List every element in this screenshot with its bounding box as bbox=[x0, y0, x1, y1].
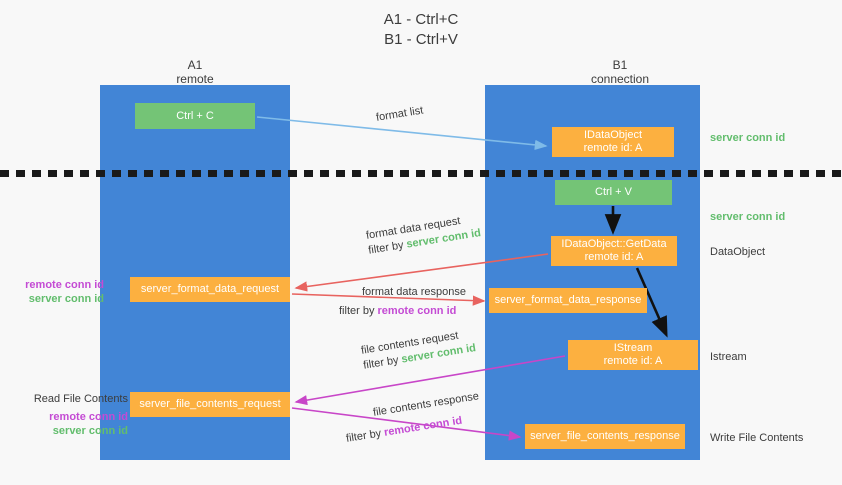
node-istream-label: IStream bbox=[613, 342, 653, 354]
node-server-format-data-request-label: server_format_data_request bbox=[140, 283, 280, 295]
edge-label-format-data-response-text: format data response bbox=[362, 286, 466, 298]
node-get-data[interactable]: IDataObject::GetData remote id: A bbox=[551, 236, 677, 266]
annotation-read-file-contents-group: Read File Contents remote conn id server… bbox=[8, 392, 128, 438]
filter-value-remote-conn-id: remote conn id bbox=[377, 305, 457, 317]
edge-label-format-data-response: format data response bbox=[362, 285, 466, 300]
edge-label-format-data-request: format data request filter by server con… bbox=[365, 211, 482, 258]
filter-prefix: filter by bbox=[339, 305, 378, 317]
annotation-remote-conn-id: remote conn id bbox=[25, 279, 104, 291]
annotation-server-conn-id: server conn id bbox=[52, 425, 128, 437]
column-a1-name: A1 bbox=[187, 58, 203, 72]
title-line-1: A1 - Ctrl+C bbox=[383, 11, 459, 28]
annotation-remote-conn-id: remote conn id bbox=[49, 411, 128, 423]
filter-prefix: filter by bbox=[345, 426, 386, 445]
edge-label-file-contents-response-filter: filter by remote conn id bbox=[345, 414, 463, 447]
node-server-file-contents-request-label: server_file_contents_request bbox=[139, 398, 281, 410]
edge-label-file-contents-response: file contents response bbox=[372, 389, 480, 421]
edge-label-format-list-text: format list bbox=[375, 104, 425, 124]
column-header-a1: A1 remote bbox=[124, 58, 266, 86]
node-get-data-sublabel: remote id: A bbox=[584, 251, 644, 263]
title-line-2: B1 - Ctrl+V bbox=[384, 31, 458, 48]
node-server-format-data-response[interactable]: server_format_data_response bbox=[489, 288, 647, 313]
edge-label-format-list: format list bbox=[375, 105, 424, 126]
node-ctrl-c[interactable]: Ctrl + C bbox=[135, 103, 255, 129]
annotation-write-file-contents: Write File Contents bbox=[710, 432, 804, 444]
node-server-format-data-response-label: server_format_data_response bbox=[494, 294, 642, 306]
node-ctrl-c-label: Ctrl + C bbox=[176, 109, 214, 122]
node-data-object-sublabel: remote id: A bbox=[583, 142, 643, 154]
column-a1-role: remote bbox=[176, 72, 214, 86]
edge-label-file-contents-request: file contents request filter by server c… bbox=[360, 326, 477, 373]
node-server-format-data-request[interactable]: server_format_data_request bbox=[130, 277, 290, 302]
annotation-server-conn-id-top: server conn id bbox=[710, 132, 786, 144]
page-title: A1 - Ctrl+C B1 - Ctrl+V bbox=[0, 10, 842, 50]
node-server-file-contents-response[interactable]: server_file_contents_response bbox=[525, 424, 685, 449]
column-b1-role: connection bbox=[590, 72, 650, 86]
edge-label-file-contents-response-text: file contents response bbox=[372, 390, 480, 419]
annotation-server-conn-id: server conn id bbox=[28, 293, 104, 305]
edge-label-format-data-response-filter: filter by remote conn id bbox=[339, 304, 456, 319]
filter-value-remote-conn-id: remote conn id bbox=[383, 414, 463, 439]
node-istream[interactable]: IStream remote id: A bbox=[568, 340, 698, 370]
node-server-file-contents-response-label: server_file_contents_response bbox=[530, 430, 680, 442]
node-server-file-contents-request[interactable]: server_file_contents_request bbox=[130, 392, 290, 417]
annotation-server-conn-id-mid: server conn id bbox=[710, 211, 786, 223]
annotation-read-file-contents: Read File Contents bbox=[33, 393, 128, 405]
annotation-conn-ids-upper: remote conn id server conn id bbox=[8, 278, 104, 306]
node-ctrl-v[interactable]: Ctrl + V bbox=[555, 180, 672, 205]
column-header-b1: B1 connection bbox=[530, 58, 710, 86]
node-data-object[interactable]: IDataObject remote id: A bbox=[552, 127, 674, 157]
node-get-data-label: IDataObject::GetData bbox=[561, 238, 667, 250]
annotation-istream: Istream bbox=[710, 351, 747, 363]
node-data-object-label: IDataObject bbox=[583, 129, 643, 141]
annotation-data-object: DataObject bbox=[710, 246, 766, 258]
column-b1-name: B1 bbox=[612, 58, 628, 72]
node-ctrl-v-label: Ctrl + V bbox=[595, 186, 632, 198]
node-istream-sublabel: remote id: A bbox=[603, 355, 663, 367]
divider-line bbox=[0, 170, 842, 177]
